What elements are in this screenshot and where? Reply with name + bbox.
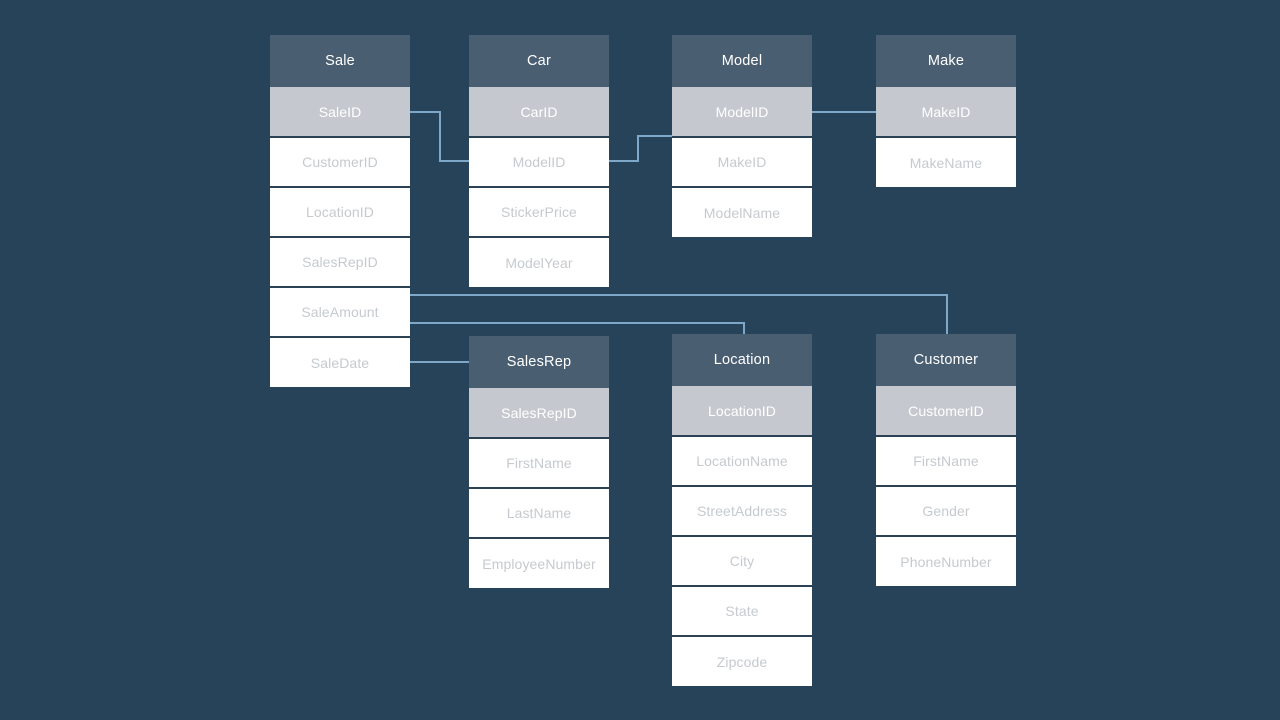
entity-field[interactable]: SalesRepID (270, 237, 410, 287)
entity-field[interactable]: Gender (876, 486, 1016, 536)
entity-field[interactable]: Zipcode (672, 636, 812, 686)
primary-key-field[interactable]: SaleID (270, 87, 410, 137)
primary-key-field[interactable]: CarID (469, 87, 609, 137)
entity-title: Sale (270, 35, 410, 87)
relationship-line (410, 294, 948, 336)
primary-key-field[interactable]: ModelID (672, 87, 812, 137)
entity-field[interactable]: MakeName (876, 137, 1016, 187)
relationship-line (410, 111, 469, 162)
entity-field[interactable]: ModelID (469, 137, 609, 187)
primary-key-field[interactable]: LocationID (672, 386, 812, 436)
entity-field[interactable]: MakeID (672, 137, 812, 187)
entity-field[interactable]: SaleDate (270, 337, 410, 387)
entity-field[interactable]: ModelName (672, 187, 812, 237)
entity-field[interactable]: State (672, 586, 812, 636)
entity-title: Location (672, 334, 812, 386)
relationship-line (609, 135, 672, 162)
entity-title: Model (672, 35, 812, 87)
entity-title: Customer (876, 334, 1016, 386)
entity-field[interactable]: StreetAddress (672, 486, 812, 536)
entity-field[interactable]: FirstName (469, 438, 609, 488)
entity-field[interactable]: ModelYear (469, 237, 609, 287)
primary-key-field[interactable]: MakeID (876, 87, 1016, 137)
primary-key-field[interactable]: SalesRepID (469, 388, 609, 438)
entity-title: SalesRep (469, 336, 609, 388)
entity-field[interactable]: LocationName (672, 436, 812, 486)
entity-title: Car (469, 35, 609, 87)
entity-field[interactable]: PhoneNumber (876, 536, 1016, 586)
entity-field[interactable]: EmployeeNumber (469, 538, 609, 588)
entity-field[interactable]: FirstName (876, 436, 1016, 486)
entity-field[interactable]: LastName (469, 488, 609, 538)
entity-field[interactable]: CustomerID (270, 137, 410, 187)
entity-field[interactable]: StickerPrice (469, 187, 609, 237)
entity-field[interactable]: LocationID (270, 187, 410, 237)
entity-field[interactable]: City (672, 536, 812, 586)
primary-key-field[interactable]: CustomerID (876, 386, 1016, 436)
entity-title: Make (876, 35, 1016, 87)
entity-field[interactable]: SaleAmount (270, 287, 410, 337)
